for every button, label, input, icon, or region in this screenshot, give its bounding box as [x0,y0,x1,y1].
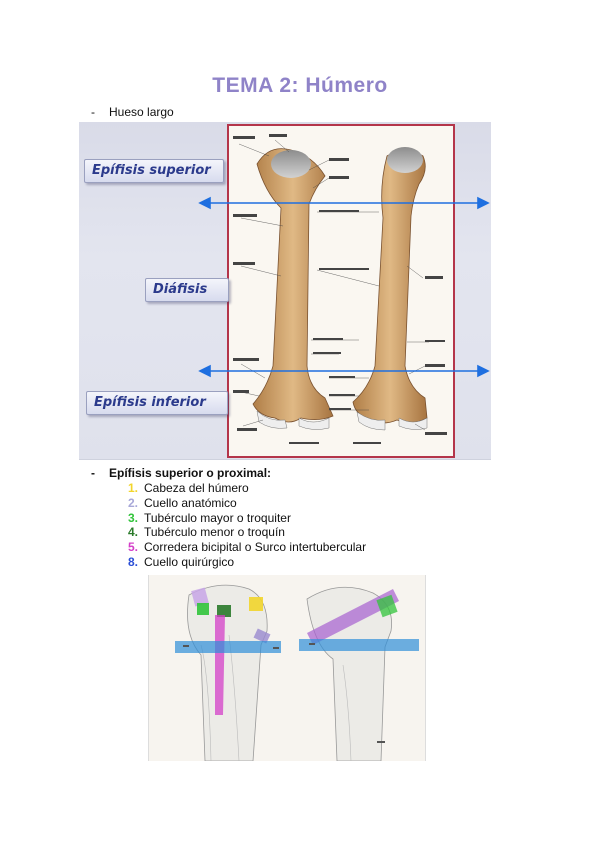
list-item-number: 2. [128,496,144,510]
list-item-label: Corredera bicipital o Surco intertubercu… [144,540,366,554]
list-item-label: Cuello quirúrgico [144,555,234,569]
list-item: 3.Tubérculo mayor o troquiter [128,511,366,526]
label-diafisis: Diáfisis [145,278,229,302]
proximal-humerus-photo [148,575,426,761]
list-item-number: 5. [128,540,144,554]
proximal-humerus-drawing [149,575,425,761]
list-item-number: 8. [128,555,144,569]
list-item-label: Tubérculo mayor o troquiter [144,511,291,525]
list-item-label: Cuello anatómico [144,496,237,510]
label-epifisis-superior: Epífisis superior [84,159,224,183]
list-item: 2.Cuello anatómico [128,496,366,511]
list-item-number: 1. [128,481,144,495]
list-item: 8.Cuello quirúrgico [128,555,366,570]
dash: - [91,466,95,480]
list-item: 4.Tubérculo menor o troquín [128,525,366,540]
list-item-number: 4. [128,525,144,539]
list-item: 5.Corredera bicipital o Surco intertuber… [128,540,366,555]
list-item: 1.Cabeza del húmero [128,481,366,496]
list-item-label: Cabeza del húmero [144,481,249,495]
list-item-label: Tubérculo menor o troquín [144,525,285,539]
list-item-number: 3. [128,511,144,525]
bullet-text: Epífisis superior o proximal: [109,466,271,480]
label-epifisis-inferior: Epífisis inferior [86,391,228,415]
